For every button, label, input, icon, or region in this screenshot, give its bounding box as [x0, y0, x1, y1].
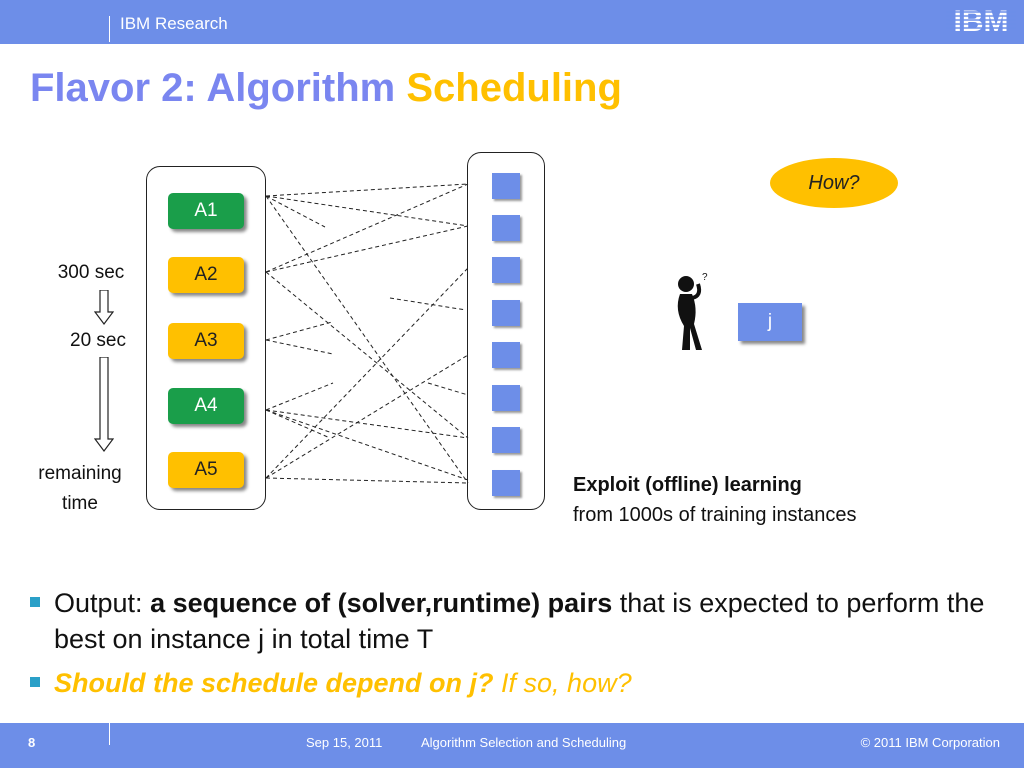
ibm-logo-text: IBM	[954, 5, 1009, 37]
time-label-20: 20 sec	[70, 330, 126, 351]
bullet-output-prefix: Output:	[54, 588, 151, 618]
algorithm-a4: A4	[168, 388, 244, 424]
bullet-output-bold: a sequence of (solver,runtime) pairs	[150, 588, 613, 618]
instance-box	[492, 427, 520, 453]
footer-separator	[109, 723, 110, 745]
bullet-question-rest: If so, how?	[501, 668, 632, 698]
bullet-output: Output: a sequence of (solver,runtime) p…	[30, 585, 990, 657]
instance-box	[492, 215, 520, 241]
how-bubble: How?	[770, 158, 898, 208]
instance-box	[492, 385, 520, 411]
instance-box	[492, 300, 520, 326]
instance-j-box: j	[738, 303, 802, 341]
down-arrow-icon	[94, 290, 114, 325]
exploit-bold: Exploit (offline) learning	[573, 474, 802, 496]
page-number: 8	[28, 735, 36, 750]
slide-title: Flavor 2: Algorithm Scheduling	[30, 66, 622, 111]
instance-box	[492, 470, 520, 496]
algorithm-a3: A3	[168, 323, 244, 359]
ibm-logo: IBM	[946, 5, 1016, 37]
thinking-person-icon: ?	[677, 272, 708, 350]
exploit-rest: from 1000s of training instances	[573, 504, 857, 526]
down-arrow-icon	[94, 357, 114, 452]
exploit-note: Exploit (offline) learning from 1000s of…	[573, 470, 857, 530]
algorithm-a5: A5	[168, 452, 244, 488]
bullet-output-rest: that is expected to perform the best on …	[54, 588, 985, 654]
footer-date: Sep 15, 2011	[306, 735, 383, 750]
title-main: Flavor 2: Algorithm	[30, 66, 396, 110]
algorithm-a1: A1	[168, 193, 244, 229]
bullet-marker	[30, 677, 40, 687]
remaining-line: remaining	[38, 463, 122, 484]
header-brand: IBM Research	[120, 14, 228, 33]
bullet-list: Output: a sequence of (solver,runtime) p…	[30, 585, 990, 709]
svg-text:?: ?	[702, 272, 708, 283]
time-label-300: 300 sec	[57, 262, 125, 283]
time-label-remaining: remaining time	[18, 459, 142, 519]
instance-box	[492, 342, 520, 368]
footer-bar: 8 Sep 15, 2011 Algorithm Selection and S…	[0, 723, 1024, 768]
time-line: time	[62, 493, 98, 514]
footer-title: Algorithm Selection and Scheduling	[421, 735, 627, 750]
header-bar: IBM Research	[0, 0, 1024, 44]
bullet-question-bold: Should the schedule depend on j?	[54, 668, 494, 698]
title-accent: Scheduling	[406, 66, 622, 110]
footer-copyright: © 2011 IBM Corporation	[860, 735, 1000, 750]
instance-box	[492, 257, 520, 283]
algorithm-a2: A2	[168, 257, 244, 293]
bullet-marker	[30, 597, 40, 607]
instance-box	[492, 173, 520, 199]
header-separator	[109, 16, 110, 42]
bullet-question: Should the schedule depend on j? If so, …	[30, 665, 990, 701]
